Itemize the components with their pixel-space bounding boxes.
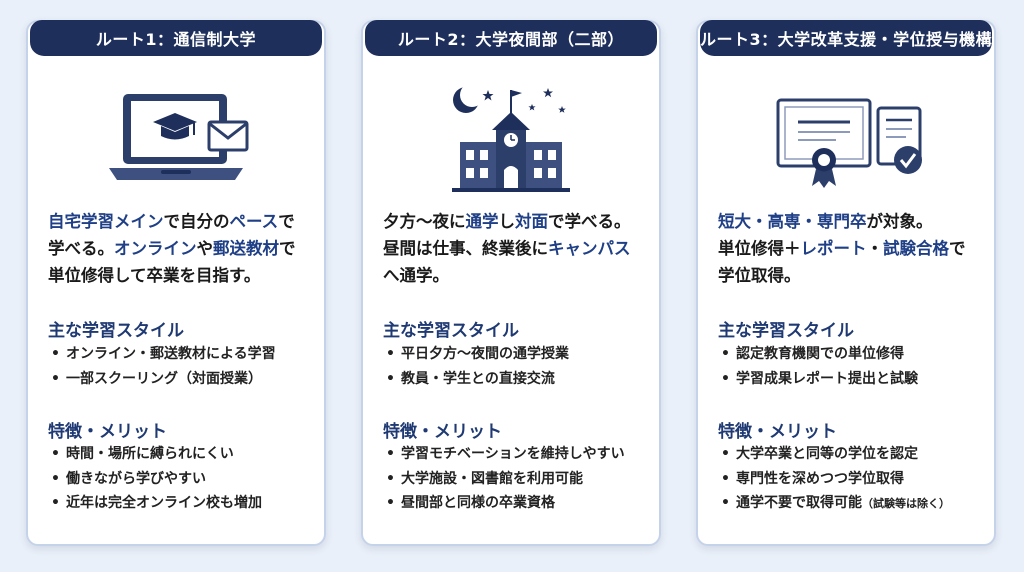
learning-style-list: 認定教育機関での単位修得 学習成果レポート提出と試験 — [718, 342, 990, 391]
card-title: ルート1：通信制大学 — [30, 20, 322, 56]
list-item: 教員・学生との直接交流 — [383, 367, 655, 392]
certificate-document-icon — [698, 80, 994, 200]
learning-style-heading: 主な学習スタイル — [48, 321, 184, 341]
night-school-icon — [363, 80, 659, 200]
list-item: 平日夕方〜夜間の通学授業 — [383, 342, 655, 367]
list-item: 昼間部と同様の卒業資格 — [383, 491, 655, 516]
learning-style-heading: 主な学習スタイル — [383, 321, 519, 341]
laptop-graduation-icon — [28, 80, 324, 200]
card-intro: 夕方〜夜に通学し対面で学べる。 昼間は仕事、終業後にキャンパス へ通学。 — [383, 212, 631, 285]
list-item: 近年は完全オンライン校も増加 — [48, 491, 320, 516]
merit-heading: 特徴・メリット — [383, 422, 502, 442]
route-card-2: ルート2：大学夜間部（二部） — [361, 20, 661, 546]
card-intro: 自宅学習メインで自分のペースで 学べる。オンラインや郵送教材で 単位修得して卒業… — [48, 212, 296, 285]
merit-list: 時間・場所に縛られにくい 働きながら学びやすい 近年は完全オンライン校も増加 — [48, 442, 320, 516]
learning-style-list: 平日夕方〜夜間の通学授業 教員・学生との直接交流 — [383, 342, 655, 391]
card-title: ルート2：大学夜間部（二部） — [365, 20, 657, 56]
card-title: ルート3：大学改革支援・学位授与機構 — [700, 20, 992, 56]
merit-heading: 特徴・メリット — [48, 422, 167, 442]
learning-style-heading: 主な学習スタイル — [718, 321, 854, 341]
list-item: オンライン・郵送教材による学習 — [48, 342, 320, 367]
list-item: 認定教育機関での単位修得 — [718, 342, 990, 367]
list-item: 働きながら学びやすい — [48, 467, 320, 492]
merit-list: 学習モチベーションを維持しやすい 大学施設・図書館を利用可能 昼間部と同様の卒業… — [383, 442, 655, 516]
merit-list: 大学卒業と同等の学位を認定 専門性を深めつつ学位取得 通学不要で取得可能（試験等… — [718, 442, 990, 517]
merit-heading: 特徴・メリット — [718, 422, 837, 442]
merit-note: （試験等は除く） — [862, 497, 950, 510]
route-card-3: ルート3：大学改革支援・学位授与機構 — [696, 20, 996, 546]
list-item: 通学不要で取得可能（試験等は除く） — [718, 491, 990, 517]
list-item: 大学施設・図書館を利用可能 — [383, 467, 655, 492]
list-item: 学習成果レポート提出と試験 — [718, 367, 990, 392]
list-item: 時間・場所に縛られにくい — [48, 442, 320, 467]
route-card-1: ルート1：通信制大学 自宅学習メインで自分のペースで 学べる。オンラインや郵送教… — [26, 20, 326, 546]
learning-style-list: オンライン・郵送教材による学習 一部スクーリング（対面授業） — [48, 342, 320, 391]
list-item: 学習モチベーションを維持しやすい — [383, 442, 655, 467]
card-intro: 短大・高専・専門卒が対象。 単位修得＋レポート・試験合格で 学位取得。 — [718, 212, 966, 285]
list-item: 専門性を深めつつ学位取得 — [718, 467, 990, 492]
list-item: 大学卒業と同等の学位を認定 — [718, 442, 990, 467]
list-item: 一部スクーリング（対面授業） — [48, 367, 320, 392]
